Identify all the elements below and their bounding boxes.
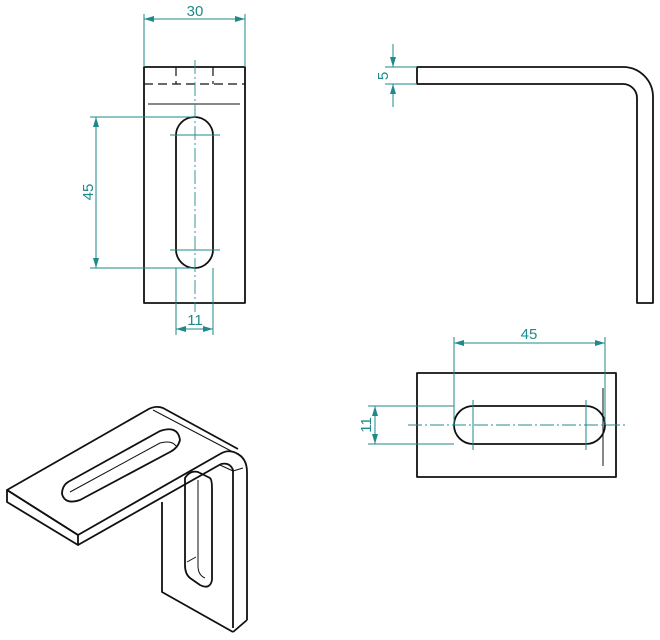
iso-tangent-line	[232, 467, 244, 472]
iso-edge	[235, 452, 248, 620]
iso-edge	[77, 450, 237, 536]
iso-slot-top	[61, 428, 181, 503]
iso-slot-inner-edge	[69, 441, 177, 493]
dim-slot-length-45: 45	[521, 326, 538, 343]
front-outline	[143, 66, 246, 304]
dim-slot-length-45: 45	[80, 184, 97, 201]
iso-tangent-line	[219, 464, 234, 472]
slot	[175, 116, 214, 269]
side-view: 5	[375, 44, 654, 304]
iso-edge	[77, 463, 222, 546]
iso-edge	[6, 489, 79, 536]
dim-slot-width-11: 11	[358, 417, 375, 433]
dim-slot-width-11: 11	[187, 312, 203, 329]
isometric-view	[6, 405, 248, 633]
iso-slot-leg	[184, 470, 213, 588]
iso-edge	[6, 405, 239, 491]
front-view: 30 45 11	[80, 3, 246, 335]
iso-slot-inner-edge	[197, 480, 206, 579]
iso-edge	[6, 489, 79, 546]
iso-edge	[232, 619, 248, 633]
iso-tangent-line	[152, 409, 234, 453]
iso-edge	[220, 462, 234, 628]
iso-edge	[161, 502, 234, 633]
top-view: 45 11	[358, 326, 628, 478]
dim-thickness-5: 5	[375, 72, 392, 80]
iso-tangent-line	[186, 556, 197, 563]
dim-width-30: 30	[187, 3, 204, 20]
side-outline	[416, 66, 654, 304]
